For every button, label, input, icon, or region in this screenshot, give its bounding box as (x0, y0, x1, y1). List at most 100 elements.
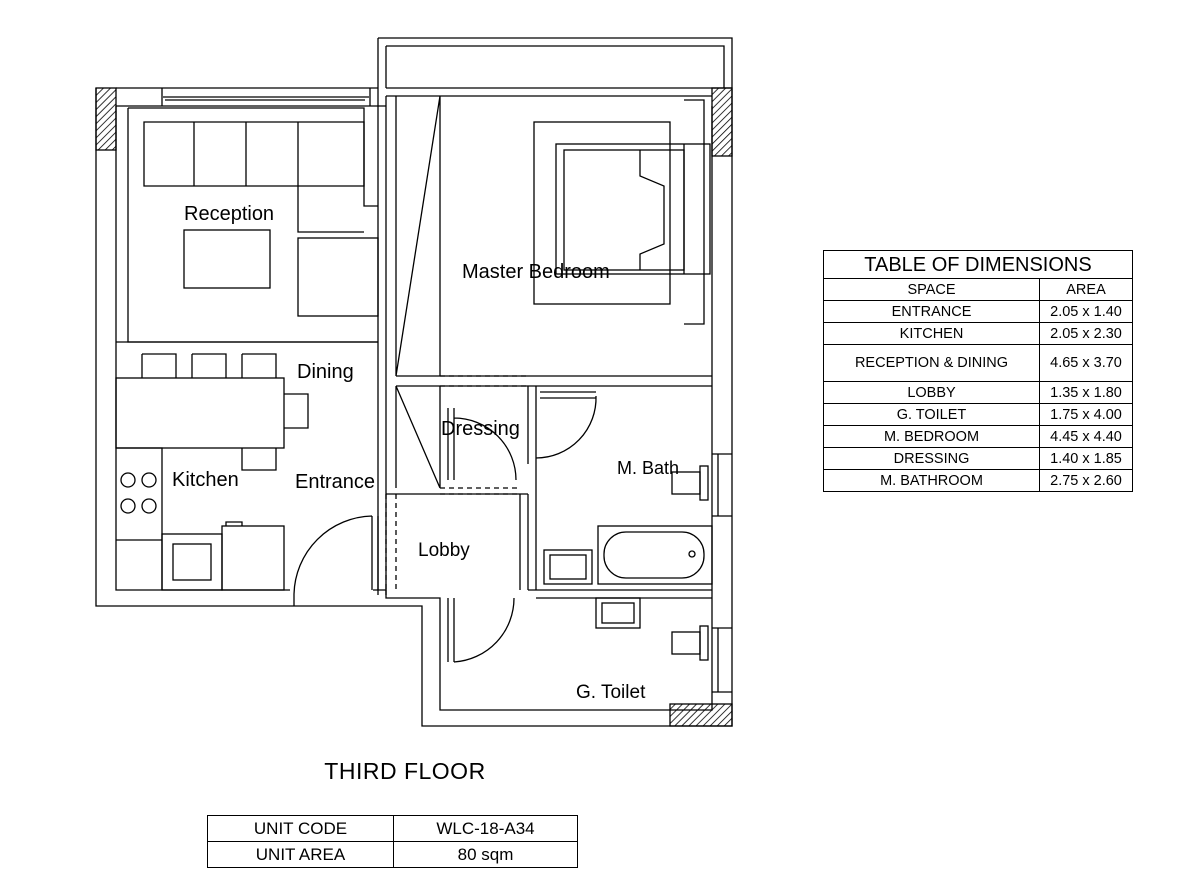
wall-dressing-bath (527, 386, 537, 590)
table-row: UNIT AREA 80 sqm (207, 841, 578, 868)
room-label-m-bath: M. Bath (617, 458, 679, 478)
oven (161, 533, 223, 591)
area-cell: 2.05 x 1.40 (1039, 300, 1133, 323)
exterior-wall-inner (115, 106, 713, 711)
sink-bath (543, 549, 593, 585)
column-top-right (711, 87, 733, 157)
table-row: ENTRANCE 2.05 x 1.40 (823, 300, 1133, 323)
burner-2 (141, 472, 157, 488)
table-row: UNIT CODE WLC-18-A34 (207, 815, 578, 842)
unit-area-value: 80 sqm (393, 841, 578, 868)
door-entrance (293, 515, 379, 606)
bed-cover (639, 150, 665, 270)
unit-code-label: UNIT CODE (207, 815, 394, 842)
header-area: AREA (1039, 278, 1133, 301)
table-row: DRESSING 1.40 x 1.85 (823, 447, 1133, 470)
space-cell: G. TOILET (823, 403, 1040, 426)
exterior-wall-outer (95, 88, 733, 727)
room-label-dressing: Dressing (441, 418, 520, 440)
wall-bedroom-bottom (396, 375, 712, 387)
balcony-rail (385, 45, 725, 88)
room-label-dining: Dining (297, 361, 354, 383)
table-row: RECEPTION & DINING 4.65 x 3.70 (823, 344, 1133, 382)
area-cell: 1.40 x 1.85 (1039, 447, 1133, 470)
area-cell: 4.65 x 3.70 (1039, 344, 1133, 382)
space-cell: M. BATHROOM (823, 469, 1040, 492)
wall-bath-toilet (528, 589, 712, 599)
dimensions-table: TABLE OF DIMENSIONS SPACE AREA ENTRANCE … (823, 250, 1133, 492)
table-header-row: SPACE AREA (823, 278, 1133, 301)
wardrobe-bedroom (395, 95, 441, 377)
door-bath (535, 391, 597, 459)
room-label-lobby: Lobby (418, 540, 470, 561)
door-dressing (447, 408, 517, 481)
bed (555, 143, 711, 275)
unit-code-value: WLC-18-A34 (393, 815, 578, 842)
area-cell: 4.45 x 4.40 (1039, 425, 1133, 448)
room-label-kitchen: Kitchen (172, 469, 239, 491)
table-row: LOBBY 1.35 x 1.80 (823, 381, 1133, 404)
toilet-window (712, 627, 732, 693)
column-top-left (95, 87, 117, 151)
toilet-guest-tank (699, 625, 709, 661)
room-label-reception: Reception (184, 203, 274, 225)
floor-title: THIRD FLOOR (324, 758, 486, 784)
area-cell: 2.05 x 2.30 (1039, 322, 1133, 345)
lobby-opening (385, 494, 397, 590)
sofa-back (143, 121, 365, 187)
kitchen-counter (116, 447, 163, 590)
door-toilet (447, 597, 515, 663)
toilet-guest (671, 631, 701, 655)
room-label-master-bedroom: Master Bedroom (462, 261, 610, 283)
header-space: SPACE (823, 278, 1040, 301)
unit-info-table: UNIT CODE WLC-18-A34 UNIT AREA 80 sqm (207, 815, 578, 868)
area-cell: 1.35 x 1.80 (1039, 381, 1133, 404)
dining-chairs (141, 353, 309, 471)
area-cell: 1.75 x 4.00 (1039, 403, 1133, 426)
balcony-outline (377, 37, 733, 88)
dimensions-table-title: TABLE OF DIMENSIONS (823, 250, 1133, 279)
window-living (116, 87, 386, 107)
bed-inner (563, 149, 685, 271)
space-cell: M. BEDROOM (823, 425, 1040, 448)
room-label-entrance: Entrance (295, 471, 375, 493)
fridge-detail (225, 521, 243, 526)
bath-window (712, 453, 732, 517)
burner-4 (141, 498, 157, 514)
oven-door (172, 543, 212, 581)
table-row: M. BEDROOM 4.45 x 4.40 (823, 425, 1133, 448)
area-cell: 2.75 x 2.60 (1039, 469, 1133, 492)
space-cell: KITCHEN (823, 322, 1040, 345)
wall-lobby (386, 493, 529, 590)
burner-1 (120, 472, 136, 488)
table-row: M. BATHROOM 2.75 x 2.60 (823, 469, 1133, 492)
room-label-g-toilet: G. Toilet (576, 682, 646, 703)
fridge (221, 525, 285, 591)
table-row: G. TOILET 1.75 x 4.00 (823, 403, 1133, 426)
toilet-bath-tank (699, 465, 709, 501)
burner-3 (120, 498, 136, 514)
bedside (683, 99, 705, 325)
rug-bedroom (533, 121, 671, 305)
space-cell: DRESSING (823, 447, 1040, 470)
sink-toilet-inner (601, 602, 635, 624)
wall-bedroom-top (386, 87, 732, 97)
coffee-table (183, 229, 271, 289)
sink-bath-inner (549, 554, 587, 580)
armchair (297, 237, 379, 317)
dining-table (115, 377, 285, 449)
table-row: KITCHEN 2.05 x 2.30 (823, 322, 1133, 345)
bathtub-drain (688, 550, 696, 558)
space-cell: RECEPTION & DINING (823, 344, 1040, 382)
unit-area-label: UNIT AREA (207, 841, 394, 868)
column-bottom-right (669, 703, 733, 727)
space-cell: LOBBY (823, 381, 1040, 404)
space-cell: ENTRANCE (823, 300, 1040, 323)
sofa-l (127, 107, 378, 343)
wardrobe-dressing (395, 385, 441, 489)
sofa-arm (297, 186, 364, 233)
wall-living-bedroom (377, 88, 387, 595)
bathtub (597, 525, 713, 585)
bathtub-inner (603, 531, 705, 579)
